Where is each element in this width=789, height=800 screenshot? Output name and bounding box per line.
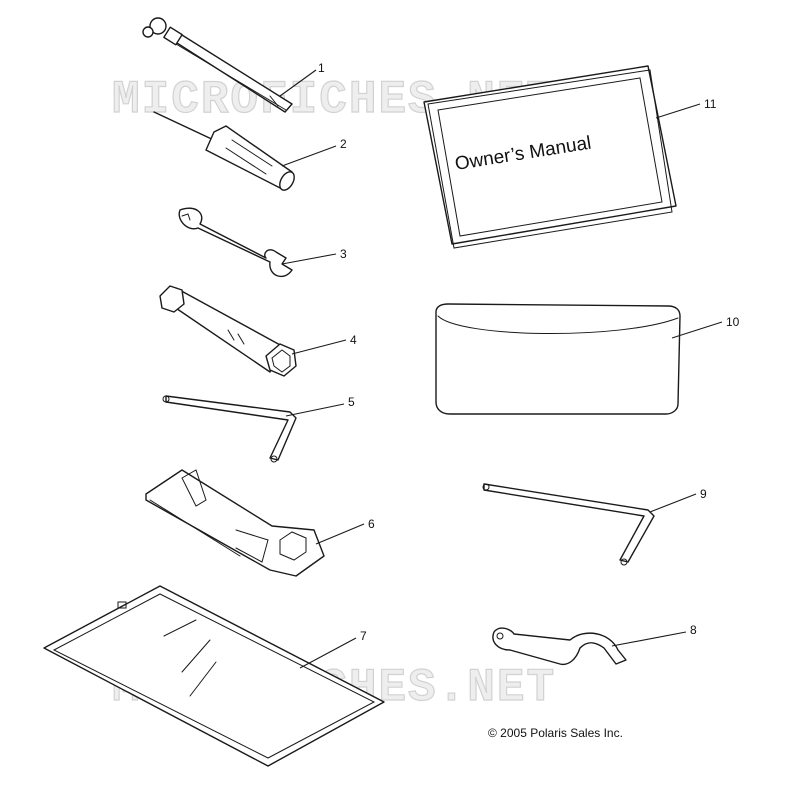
callout-11: 11	[704, 97, 717, 111]
part-3-wrench	[178, 207, 293, 278]
part-11-owners-manual: Owner’s Manual	[423, 65, 677, 249]
part-4-socket-wrench	[159, 285, 297, 377]
part-6-spanner-holder	[145, 469, 325, 577]
callout-6: 6	[368, 517, 375, 531]
callout-5: 5	[348, 395, 355, 409]
part-10-tool-pouch	[435, 303, 681, 415]
leader-lines	[279, 69, 723, 669]
copyright-text: © 2005 Polaris Sales Inc.	[488, 726, 623, 740]
part-2-screwdriver	[153, 111, 295, 191]
part-1-pressure-gauge	[142, 17, 293, 113]
callout-8: 8	[690, 623, 697, 637]
callout-3: 3	[340, 247, 347, 261]
callout-10: 10	[726, 315, 740, 329]
part-8-hook-spanner	[492, 627, 627, 666]
callout-9: 9	[700, 487, 707, 501]
part-7-document-sleeve	[43, 585, 385, 767]
part-5-allen-key	[162, 395, 297, 463]
part-9-large-allen-key	[482, 483, 655, 566]
callout-2: 2	[340, 137, 347, 151]
callout-4: 4	[350, 333, 357, 347]
callout-1: 1	[318, 61, 325, 75]
callout-7: 7	[360, 629, 367, 643]
